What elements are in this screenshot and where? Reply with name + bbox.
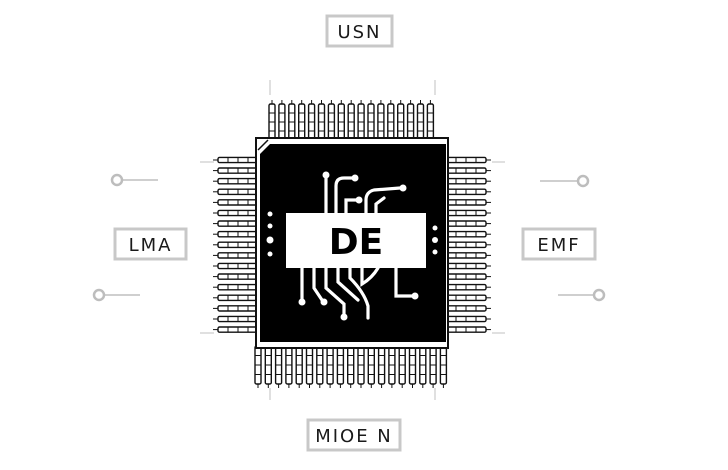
pin-bottom-5 [295,345,303,388]
pin-right-4 [445,188,491,196]
pin-bottom-3 [274,345,283,388]
pin-left-10 [213,252,259,259]
pin-bottom-4 [285,345,293,388]
pin-right-11 [445,262,491,270]
circuit-traces [266,171,438,321]
pin-right-2 [445,167,491,174]
pin-top-14 [397,100,405,141]
pins-top [268,100,435,141]
pin-left-12 [213,273,259,280]
pin-bottom-18 [429,345,437,388]
pin-right-14 [445,294,491,302]
pins-left [213,156,259,333]
pin-right-10 [445,252,491,259]
pin-left-3 [213,177,259,185]
pin-bottom-17 [419,345,427,388]
pin-top-16 [416,100,425,141]
chip-label-plate: DE [286,213,426,268]
connector-left-upper [110,173,158,187]
label-right: EMF [521,227,597,261]
label-left: LMA [113,227,188,261]
pin-right-12 [445,273,491,280]
connector-left-lower [92,288,140,302]
label-top-text: USN [337,22,381,43]
label-bottom-text: MIOE N [315,426,393,447]
chip-label: DE [329,222,383,263]
pin-bottom-2 [264,345,272,388]
pin-left-13 [213,283,259,291]
pin-bottom-19 [439,345,448,388]
pin-top-4 [298,100,306,141]
pin-top-15 [406,100,415,141]
pin-left-6 [213,209,259,217]
pin-top-12 [377,100,385,141]
pin-left-17 [213,326,259,333]
pin-left-15 [213,305,259,312]
pin-top-17 [426,100,435,141]
label-bottom: MIOE N [306,418,402,452]
pin-bottom-1 [254,345,262,388]
pin-left-4 [213,188,259,196]
pin-top-5 [307,100,316,141]
pin-bottom-8 [326,345,334,388]
pin-bottom-13 [377,345,386,388]
pin-top-13 [387,100,395,141]
pin-left-14 [213,294,259,302]
pin-right-9 [445,241,491,249]
pin-top-3 [288,100,296,141]
pin-bottom-6 [305,345,314,388]
pins-bottom [254,345,448,388]
pin-top-9 [347,100,355,141]
pin-right-5 [445,199,491,206]
pin-top-11 [367,100,375,141]
pin-left-11 [213,262,259,270]
pin-bottom-16 [408,345,417,388]
pin-bottom-12 [367,345,375,388]
pin-bottom-14 [388,345,396,388]
connector-right-lower [558,288,606,302]
pin-left-5 [213,199,259,206]
pin-left-8 [213,230,259,238]
pin-left-1 [213,156,259,164]
pin-right-3 [445,177,491,185]
pin-right-15 [445,305,491,312]
label-left-text: LMA [129,235,173,256]
label-top: USN [325,14,394,48]
pin-right-1 [445,156,491,164]
connector-right-upper [540,174,590,188]
pin-right-8 [445,230,491,238]
pin-top-10 [357,100,365,141]
pin-bottom-9 [336,345,345,388]
label-right-text: EMF [537,235,580,256]
pin-left-9 [213,241,259,249]
pin-top-8 [337,100,345,141]
pin-right-13 [445,283,491,291]
pin-top-6 [317,100,326,141]
pin-bottom-7 [316,345,324,388]
pin-top-7 [327,100,336,141]
pin-top-1 [268,100,276,141]
pin-right-17 [445,326,491,333]
pin-right-6 [445,209,491,217]
pin-left-7 [213,220,259,227]
pin-top-2 [278,100,286,141]
pin-left-16 [213,315,259,323]
pin-bottom-10 [347,345,355,388]
pin-left-2 [213,167,259,174]
pins-right [445,156,491,333]
pin-right-16 [445,315,491,323]
guide-lines [200,80,505,400]
pin-bottom-15 [398,345,406,388]
pin-bottom-11 [357,345,365,388]
pin-right-7 [445,220,491,227]
